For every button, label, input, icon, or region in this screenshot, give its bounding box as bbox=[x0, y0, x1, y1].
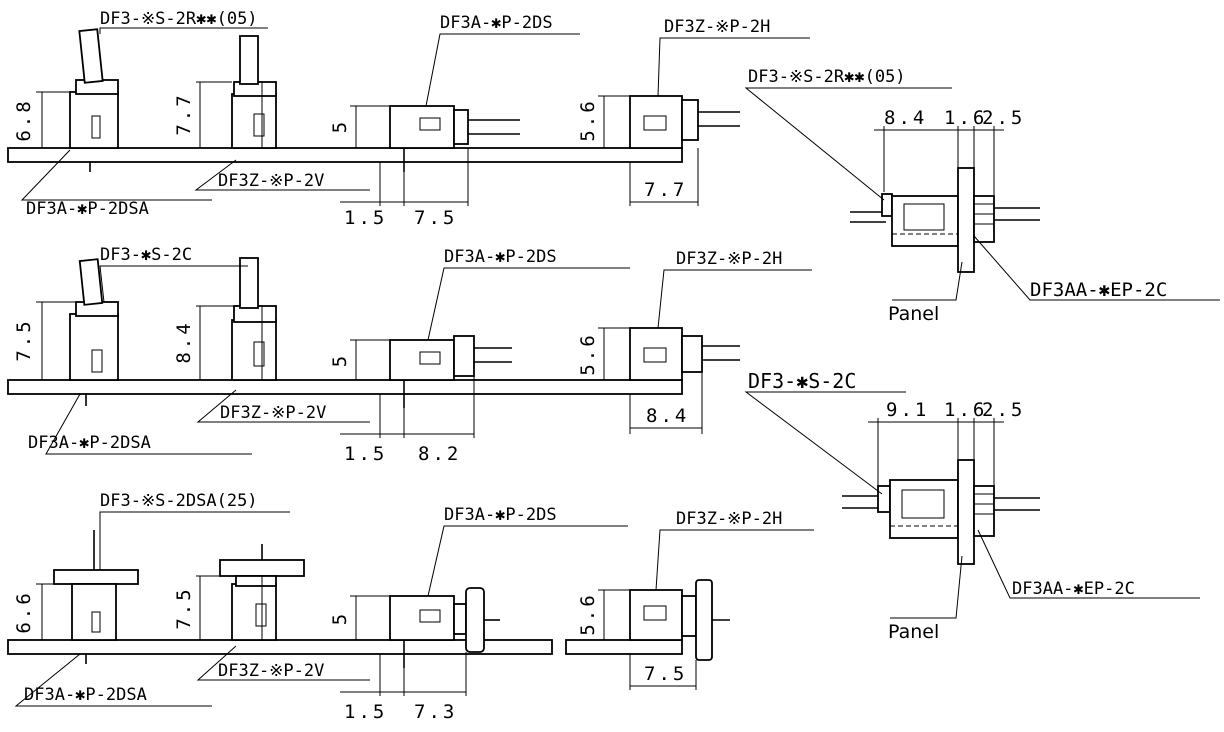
dim-offset: 1.5 bbox=[344, 207, 387, 229]
dim-a: 9.1 bbox=[886, 399, 929, 421]
leader-lines bbox=[14, 511, 814, 707]
label-header: DF3A-✱P-2DSA bbox=[28, 433, 151, 453]
dim-offset: 1.5 bbox=[344, 701, 387, 723]
vertical-receptacle bbox=[53, 530, 139, 664]
dim-height-vertical: 7.7 bbox=[173, 92, 195, 135]
vertical-header bbox=[231, 35, 277, 149]
dim-offset: 1.5 bbox=[344, 443, 387, 465]
dim-height-right-angle: 5 bbox=[329, 353, 351, 367]
panel bbox=[957, 167, 975, 273]
label-right-angle-header: DF3A-✱P-2DS bbox=[440, 13, 553, 33]
label-panel: Panel bbox=[888, 303, 939, 325]
label-vertical-receptacle: DF3-※S-2DSA(25) bbox=[100, 491, 258, 511]
right-angle-header bbox=[389, 335, 512, 408]
label-right-angle-header: DF3A-✱P-2DS bbox=[444, 247, 557, 267]
label-right-angle-header: DF3A-✱P-2DS bbox=[444, 505, 557, 525]
right-angle-header bbox=[389, 105, 520, 172]
right-angle-header bbox=[389, 587, 500, 668]
row-2: DF3-✱S-2C DF3A-✱P-2DSA DF3Z-※P-2V DF3A-✱… bbox=[7, 245, 812, 465]
panel bbox=[957, 459, 975, 565]
leader-lines bbox=[20, 27, 810, 201]
dim-height-receptacle: 6.8 bbox=[13, 98, 35, 141]
dimension-lines bbox=[36, 81, 699, 206]
pcb-board bbox=[7, 147, 683, 163]
label-header: DF3A-✱P-2DSA bbox=[24, 685, 147, 705]
dim-c: 2.5 bbox=[982, 399, 1025, 421]
label-vertical-receptacle: DF3-※S-2R✱✱(05) bbox=[100, 9, 258, 29]
label-vertical-header: DF3Z-※P-2V bbox=[220, 403, 326, 423]
dim-a: 8.4 bbox=[884, 107, 927, 129]
panel-view-1: DF3-※S-2R✱✱(05) 8.4 1.6 2.5 Panel DF3AA-… bbox=[744, 67, 1220, 325]
horizontal-header bbox=[629, 95, 740, 149]
dim-height-right-angle: 5 bbox=[329, 611, 351, 625]
label-vertical-header: DF3Z-※P-2V bbox=[218, 661, 324, 681]
dim-height-receptacle: 6.6 bbox=[13, 590, 35, 633]
dim-height-right-angle: 5 bbox=[329, 119, 351, 133]
label-panel: Panel bbox=[888, 621, 939, 643]
label-receptacle: DF3-※S-2R✱✱(05) bbox=[748, 67, 906, 87]
dimension-lines bbox=[874, 126, 1004, 196]
panel-view-2: DF3-✱S-2C 9.1 1.6 2.5 Panel DF3AA-✱EP-2C bbox=[744, 369, 1200, 643]
dim-height-vertical: 8.4 bbox=[173, 320, 195, 363]
dim-b: 1.6 bbox=[944, 107, 987, 129]
pcb-board bbox=[7, 379, 683, 395]
dim-height-receptacle: 7.5 bbox=[13, 318, 35, 361]
label-header: DF3A-✱P-2DSA bbox=[26, 199, 149, 219]
label-plug: DF3AA-✱EP-2C bbox=[1030, 279, 1167, 301]
dim-length-horizontal: 7.7 bbox=[644, 179, 687, 201]
leader-lines bbox=[45, 265, 812, 455]
horizontal-header bbox=[629, 327, 740, 381]
label-receptacle: DF3-✱S-2C bbox=[748, 369, 856, 393]
dim-length-horizontal: 7.5 bbox=[644, 663, 687, 685]
dim-length-horizontal: 8.4 bbox=[646, 405, 689, 427]
vertical-receptacle bbox=[69, 28, 119, 172]
dim-height-vertical: 7.5 bbox=[173, 586, 195, 629]
dim-c: 2.5 bbox=[982, 107, 1025, 129]
dim-length-right-angle: 7.3 bbox=[414, 701, 457, 723]
horizontal-header bbox=[629, 579, 730, 661]
dimension-lines bbox=[868, 418, 1004, 486]
label-plug: DF3AA-✱EP-2C bbox=[1012, 579, 1135, 599]
dim-b: 1.6 bbox=[944, 399, 987, 421]
label-vertical-receptacle: DF3-✱S-2C bbox=[100, 245, 192, 265]
dim-length-right-angle: 7.5 bbox=[414, 207, 457, 229]
pcb-board bbox=[7, 639, 553, 655]
label-vertical-header: DF3Z-※P-2V bbox=[218, 171, 324, 191]
dim-height-horizontal: 5.6 bbox=[577, 332, 599, 375]
label-horizontal-header: DF3Z-※P-2H bbox=[676, 249, 782, 269]
vertical-header bbox=[219, 544, 305, 641]
dim-length-right-angle: 8.2 bbox=[418, 443, 461, 465]
row-3: DF3-※S-2DSA(25) DF3A-✱P-2DSA DF3Z-※P-2V … bbox=[7, 491, 814, 723]
pcb-board-horizontal bbox=[565, 639, 683, 655]
label-horizontal-header: DF3Z-※P-2H bbox=[676, 509, 782, 529]
dimension-lines bbox=[36, 301, 703, 438]
dim-height-horizontal: 5.6 bbox=[577, 98, 599, 141]
row-1: DF3-※S-2R✱✱(05) DF3A-✱P-2DSA DF3Z-※P-2V … bbox=[7, 9, 810, 229]
dimension-lines bbox=[36, 575, 697, 696]
vertical-receptacle bbox=[69, 258, 119, 406]
label-horizontal-header: DF3Z-※P-2H bbox=[664, 17, 770, 37]
dim-height-horizontal: 5.6 bbox=[577, 592, 599, 635]
vertical-header bbox=[231, 257, 277, 381]
